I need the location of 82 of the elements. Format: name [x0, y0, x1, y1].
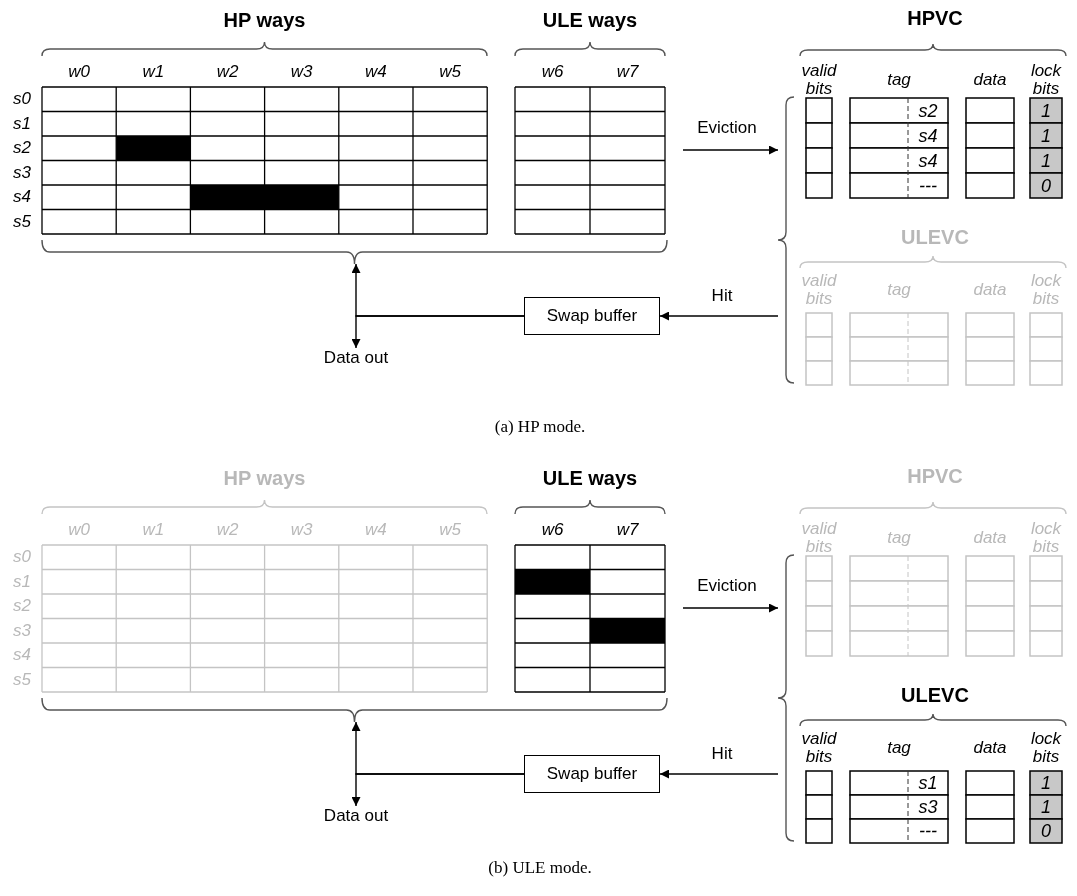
row-header: s3 — [13, 163, 31, 182]
row-header: s5 — [13, 670, 31, 689]
output-label: Data out — [323, 349, 389, 367]
column-header: lock bits — [1029, 62, 1063, 98]
column-header: w1 — [142, 521, 165, 539]
buffer-box: Swap buffer — [524, 297, 660, 335]
row-header: s2 — [13, 139, 31, 158]
arrow — [659, 769, 779, 779]
column-header: data — [973, 529, 1007, 547]
column-header: w0 — [68, 63, 90, 81]
column-header: tag — [887, 529, 911, 547]
column-header: valid bits — [800, 730, 838, 766]
cell-value: s4 — [918, 126, 938, 145]
column-header: valid bits — [800, 520, 838, 556]
cell-value: 1 — [1041, 797, 1051, 817]
column-header: w7 — [616, 63, 639, 81]
column-header: lock bits — [1029, 520, 1063, 556]
curly-brace — [41, 697, 668, 723]
group-title: HP ways — [223, 9, 306, 31]
buffer-box: Swap buffer — [524, 755, 660, 793]
column-header: w7 — [616, 521, 639, 539]
cell-value: s3 — [918, 797, 938, 817]
arrow — [659, 311, 779, 321]
group-title: ULE ways — [542, 9, 638, 31]
cell-value: --- — [919, 176, 937, 195]
row-header: s2 — [13, 597, 31, 616]
group-title: ULEVC — [901, 226, 969, 248]
row-header: s1 — [13, 114, 31, 133]
cell-value: 0 — [1041, 176, 1051, 195]
column-header: w6 — [541, 63, 564, 81]
column-header: valid bits — [800, 272, 838, 308]
row-header: s4 — [13, 188, 31, 207]
column-header: lock bits — [1029, 730, 1063, 766]
row-header: s3 — [13, 621, 31, 640]
column-header: w4 — [365, 521, 387, 539]
column-header: w6 — [541, 521, 564, 539]
cell-value: 1 — [1041, 126, 1051, 145]
column-header: w1 — [142, 63, 165, 81]
figure-caption: (b) ULE mode. — [488, 859, 592, 877]
column-header: data — [973, 71, 1007, 89]
column-header: w2 — [216, 521, 239, 539]
figure-caption: (a) HP mode. — [494, 418, 586, 436]
cell-value: 0 — [1041, 821, 1051, 841]
cell-value: --- — [919, 821, 937, 841]
column-header: w0 — [68, 521, 90, 539]
column-header: w5 — [439, 63, 461, 81]
group-title: HPVC — [907, 7, 963, 29]
row-header: s0 — [13, 90, 31, 109]
row-header: s0 — [13, 548, 31, 567]
arrow — [351, 315, 525, 349]
column-header: w2 — [216, 63, 239, 81]
cell-value: s2 — [918, 101, 938, 120]
cell-value: 1 — [1041, 151, 1051, 170]
cell-value: 1 — [1041, 773, 1051, 793]
column-header: w4 — [365, 63, 387, 81]
curly-brace — [41, 239, 668, 265]
column-header: tag — [887, 281, 911, 299]
cell-value: 1 — [1041, 101, 1051, 120]
column-header: w3 — [290, 521, 313, 539]
cell-value: s4 — [918, 151, 938, 170]
row-header: s1 — [13, 572, 31, 591]
group-title: HP ways — [223, 467, 306, 489]
column-header: valid bits — [800, 62, 838, 98]
column-header: data — [973, 739, 1007, 757]
row-header: s5 — [13, 212, 31, 231]
column-header: w5 — [439, 521, 461, 539]
column-header: tag — [887, 739, 911, 757]
column-header: data — [973, 281, 1007, 299]
group-title: ULEVC — [901, 684, 969, 706]
arrow — [682, 603, 779, 613]
group-title: HPVC — [907, 465, 963, 487]
group-title: ULE ways — [542, 467, 638, 489]
column-header: tag — [887, 71, 911, 89]
output-label: Data out — [323, 807, 389, 825]
cell-value: s1 — [918, 773, 938, 793]
curly-brace — [777, 96, 795, 384]
arrow — [682, 145, 779, 155]
arrow — [351, 773, 525, 807]
column-header: lock bits — [1029, 272, 1063, 308]
row-header: s4 — [13, 646, 31, 665]
column-header: w3 — [290, 63, 313, 81]
curly-brace — [777, 554, 795, 842]
